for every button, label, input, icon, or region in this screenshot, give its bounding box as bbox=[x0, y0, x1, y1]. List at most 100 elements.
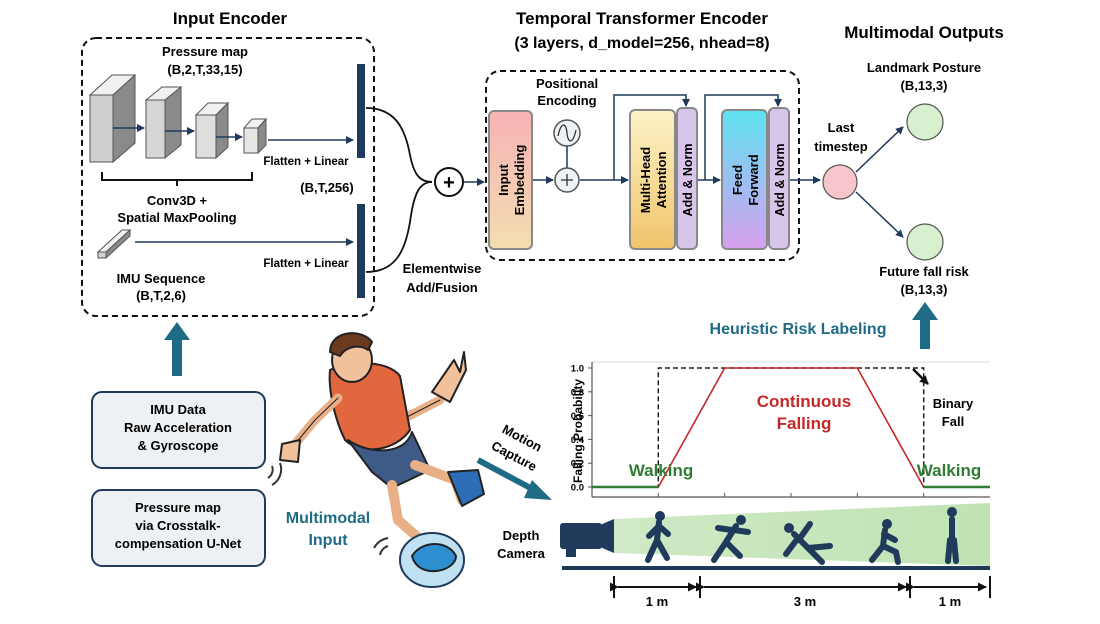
add-norm-label-1: Add & Norm bbox=[681, 144, 695, 217]
flatten-linear-label-2: Flatten + Linear bbox=[263, 258, 349, 270]
multimodal-input-line2: Input bbox=[308, 532, 348, 549]
landmark-output-node bbox=[906, 103, 944, 141]
chart-y-tick-label: 0.0 bbox=[571, 483, 584, 494]
stumbling-figure-icon bbox=[711, 515, 751, 563]
encoder-title: Input Encoder bbox=[173, 9, 288, 28]
conv-label-line1: Conv3D + bbox=[147, 193, 208, 208]
falling-figure-icon bbox=[783, 521, 833, 565]
future-fall-risk-shape: (B,13,3) bbox=[901, 282, 948, 297]
standing-figure-icon bbox=[945, 507, 959, 564]
input-up-arrow bbox=[164, 322, 190, 376]
motion-capture-arrow bbox=[476, 457, 552, 500]
binary-fall-arrow bbox=[912, 368, 929, 385]
depth-camera-icon bbox=[560, 519, 614, 557]
outputs-title: Multimodal Outputs bbox=[844, 23, 1004, 42]
heuristic-risk-labeling: Heuristic Risk Labeling bbox=[710, 321, 887, 338]
positional-encoding-line2: Encoding bbox=[537, 93, 596, 108]
input-embedding-label-1: Input bbox=[496, 163, 511, 195]
conv-brace bbox=[101, 172, 253, 186]
continuous-falling-series-line bbox=[657, 367, 925, 488]
landmark-posture-label: Landmark Posture bbox=[867, 60, 981, 75]
ff-label-2: Forward bbox=[746, 154, 761, 205]
pressure-map-shape: (B,2,T,33,15) bbox=[167, 62, 242, 77]
add-norm-block-1 bbox=[676, 107, 698, 250]
imu-sequence-shape: (B,T,2,6) bbox=[136, 288, 186, 303]
fusion-label-line2: Add/Fusion bbox=[406, 280, 478, 295]
chart-y-tick-label: 0.8 bbox=[571, 387, 584, 398]
distance-label-3: 1 m bbox=[939, 594, 961, 609]
transformer-subtitle: (3 layers, d_model=256, nhead=8) bbox=[514, 35, 769, 52]
depth-camera-line1: Depth bbox=[503, 528, 540, 543]
distance-label-2: 3 m bbox=[794, 594, 816, 609]
floor-line bbox=[562, 566, 990, 570]
pressure-signal-icon bbox=[373, 537, 389, 556]
distance-label-1: 1 m bbox=[646, 594, 668, 609]
feature-shape-label: (B,T,256) bbox=[300, 180, 353, 195]
last-timestep-line1: Last bbox=[828, 120, 855, 135]
feed-forward-block bbox=[721, 109, 768, 250]
transformer-box bbox=[485, 70, 800, 261]
positional-encoding-line1: Positional bbox=[536, 76, 598, 91]
chart-y-tick-label: 0.4 bbox=[571, 435, 585, 446]
chart-y-tick-label: 0.6 bbox=[571, 411, 584, 422]
fusion-symbol: + bbox=[443, 172, 455, 194]
depth-camera-line2: Camera bbox=[497, 546, 545, 561]
last-timestep-node bbox=[822, 164, 858, 200]
chart-y-tick-label: 0.2 bbox=[571, 459, 584, 470]
encoder-box bbox=[81, 37, 375, 317]
imu-data-line3: & Gyroscope bbox=[138, 438, 219, 453]
input-embedding-label-2: Embedding bbox=[512, 145, 527, 216]
mha-label-1: Multi-Head bbox=[638, 147, 653, 214]
imu-sequence-block bbox=[96, 228, 132, 260]
imu-sequence-title: IMU Sequence bbox=[117, 271, 206, 286]
distance-markers bbox=[610, 576, 991, 598]
pressure-map-title: Pressure map bbox=[162, 44, 248, 59]
conv3d-blocks bbox=[88, 73, 268, 164]
transformer-title: Temporal Transformer Encoder bbox=[516, 9, 768, 28]
flatten-linear-label-1: Flatten + Linear bbox=[263, 156, 349, 168]
pressure-input-line2: via Crosstalk- bbox=[135, 518, 220, 533]
walking-left-label: Walking bbox=[629, 461, 694, 480]
ff-label-1: Feed bbox=[730, 165, 745, 195]
pressure-feature-bar bbox=[357, 64, 365, 158]
fusion-label-line1: Elementwise bbox=[403, 261, 482, 276]
falling-person-illustration bbox=[279, 332, 485, 588]
future-fall-risk-label: Future fall risk bbox=[879, 264, 969, 279]
binary-fall-line2: Fall bbox=[942, 414, 964, 429]
falling-probability-chart: Falling Probability 0.0 0.2 0.4 0.6 0.8 1.0 bbox=[571, 361, 990, 498]
last-timestep-line2: timestep bbox=[814, 139, 868, 154]
conv-block-3 bbox=[194, 101, 230, 160]
multi-head-attention-block bbox=[629, 109, 676, 250]
pressure-input-line1: Pressure map bbox=[135, 500, 221, 515]
conv-label-line2: Spatial MaxPooling bbox=[117, 210, 236, 225]
imu-data-line1: IMU Data bbox=[150, 402, 206, 417]
add-norm-label-2: Add & Norm bbox=[773, 144, 787, 217]
multimodal-input-line1: Multimodal bbox=[286, 510, 370, 527]
fall-risk-output-node bbox=[906, 223, 944, 261]
binary-fall-line1: Binary bbox=[933, 396, 974, 411]
imu-data-box bbox=[91, 391, 266, 469]
conv-block-1 bbox=[88, 73, 137, 164]
pressure-input-line3: compensation U-Net bbox=[115, 536, 242, 551]
imu-data-line2: Raw Acceleration bbox=[124, 420, 232, 435]
imu-signal-icon bbox=[267, 462, 283, 486]
walking-figure-icon bbox=[645, 511, 671, 563]
continuous-falling-line1: Continuous bbox=[757, 392, 851, 411]
conv-block-4 bbox=[242, 117, 268, 155]
chart-y-tick-label: 1.0 bbox=[571, 364, 584, 375]
landmark-posture-shape: (B,13,3) bbox=[901, 78, 948, 93]
conv-block-2 bbox=[144, 85, 183, 160]
labeling-up-arrow bbox=[912, 302, 938, 349]
mha-label-2: Attention bbox=[654, 151, 669, 208]
imu-feature-bar bbox=[357, 204, 365, 298]
fusion-add-node bbox=[434, 167, 464, 197]
kneeling-figure-icon bbox=[869, 519, 901, 565]
continuous-falling-line2: Falling bbox=[777, 414, 832, 433]
walking-right-label: Walking bbox=[917, 461, 982, 480]
input-embedding-block bbox=[488, 110, 533, 250]
add-norm-block-2 bbox=[768, 107, 790, 250]
pressure-input-box bbox=[91, 489, 266, 567]
chart-y-label: Falling Probability bbox=[571, 379, 585, 483]
